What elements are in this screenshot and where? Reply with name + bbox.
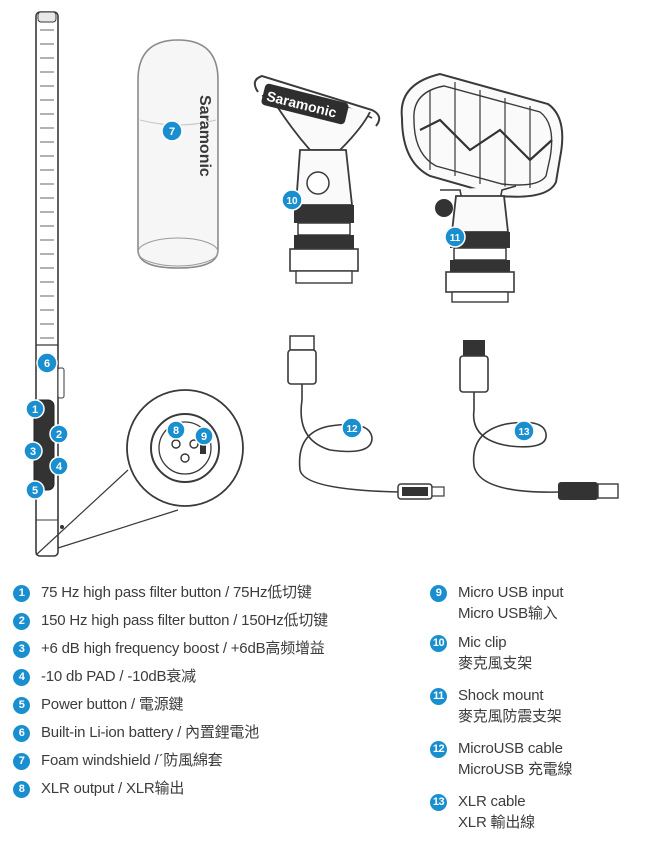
legend-text-en: XLR cable xyxy=(458,793,526,810)
callout-10: 10 xyxy=(281,189,303,211)
svg-text:13: 13 xyxy=(518,427,530,438)
legend-text-en: Mic clip xyxy=(458,634,507,651)
svg-text:8: 8 xyxy=(173,425,179,437)
mic-slots xyxy=(40,29,54,339)
callout-6: 6 xyxy=(36,352,58,374)
svg-text:3: 3 xyxy=(30,446,36,458)
legend-text-zh: Micro USB输入 xyxy=(458,605,558,622)
callout-1: 1 xyxy=(25,399,45,419)
legend-number-badge: 5 xyxy=(13,697,30,714)
legend-number-badge: 6 xyxy=(13,725,30,742)
legend-number-badge: 3 xyxy=(13,641,30,658)
legend-number-badge: 12 xyxy=(430,741,447,758)
legend-number-badge: 10 xyxy=(430,635,447,652)
legend-text-en: MicroUSB cable xyxy=(458,740,563,757)
legend-number-badge: 9 xyxy=(430,585,447,602)
callout-8: 8 xyxy=(166,420,186,440)
legend-text-zh: MicroUSB 充電線 xyxy=(458,761,573,778)
xlr-zoom-detail xyxy=(35,389,244,556)
legend-text: XLR output / XLR输出 xyxy=(41,780,185,797)
legend-number-badge: 11 xyxy=(430,688,447,705)
legend-number-badge: 7 xyxy=(13,753,30,770)
svg-text:5: 5 xyxy=(32,485,38,497)
callout-9: 9 xyxy=(194,426,214,446)
svg-text:2: 2 xyxy=(56,429,62,441)
mic-clip: Saramonic xyxy=(253,74,381,284)
callout-2: 2 xyxy=(49,424,69,444)
svg-text:6: 6 xyxy=(44,358,50,370)
legend-text: 75 Hz high pass filter button / 75Hz低切键 xyxy=(41,584,312,601)
svg-text:4: 4 xyxy=(56,461,63,473)
legend-text: 150 Hz high pass filter button / 150Hz低切… xyxy=(41,612,328,629)
svg-text:11: 11 xyxy=(450,233,461,244)
callout-13: 13 xyxy=(513,420,535,442)
legend-number-badge: 8 xyxy=(13,781,30,798)
legend-text: Built-in Li-ion battery / 內置鋰電池 xyxy=(41,724,260,741)
legend-text: -10 db PAD / -10dB衰减 xyxy=(41,668,196,685)
svg-text:9: 9 xyxy=(201,431,207,443)
product-diagram: Saramonic Saramonic xyxy=(23,11,619,557)
foam-windshield: Saramonic xyxy=(137,39,219,269)
legend-text-en: Shock mount xyxy=(458,687,544,704)
callout-3: 3 xyxy=(23,441,43,461)
callout-12: 12 xyxy=(341,417,363,439)
callout-5: 5 xyxy=(25,480,45,500)
legend-text-zh: XLR 輸出線 xyxy=(458,814,535,831)
windshield-brand-text: Saramonic xyxy=(196,95,213,177)
callout-badges: 7 10 11 6 1 2 3 4 5 8 9 12 13 xyxy=(23,120,535,500)
svg-text:12: 12 xyxy=(346,424,358,435)
callout-7: 7 xyxy=(161,120,183,142)
svg-text:10: 10 xyxy=(286,196,298,207)
legend-text: Foam windshield /ˊ防風綿套 xyxy=(41,752,223,769)
callout-4: 4 xyxy=(49,456,69,476)
legend-text-zh: 麥克風防震支架 xyxy=(458,708,562,725)
legend-number-badge: 1 xyxy=(13,585,30,602)
legend-number-badge: 2 xyxy=(13,613,30,630)
shock-mount xyxy=(400,72,564,303)
svg-text:7: 7 xyxy=(169,126,175,138)
legend-text: Power button / 電源鍵 xyxy=(41,696,184,713)
microusb-cable xyxy=(287,335,445,500)
legend-text: +6 dB high frequency boost / +6dB高频增益 xyxy=(41,640,325,657)
legend-text-zh: 麥克風支架 xyxy=(458,655,533,672)
xlr-cable xyxy=(459,340,619,500)
legend-text-en: Micro USB input xyxy=(458,584,564,601)
svg-text:1: 1 xyxy=(32,404,38,416)
legend-number-badge: 4 xyxy=(13,669,30,686)
microphone-body xyxy=(33,11,65,557)
callout-11: 11 xyxy=(444,226,466,248)
legend-number-badge: 13 xyxy=(430,794,447,811)
